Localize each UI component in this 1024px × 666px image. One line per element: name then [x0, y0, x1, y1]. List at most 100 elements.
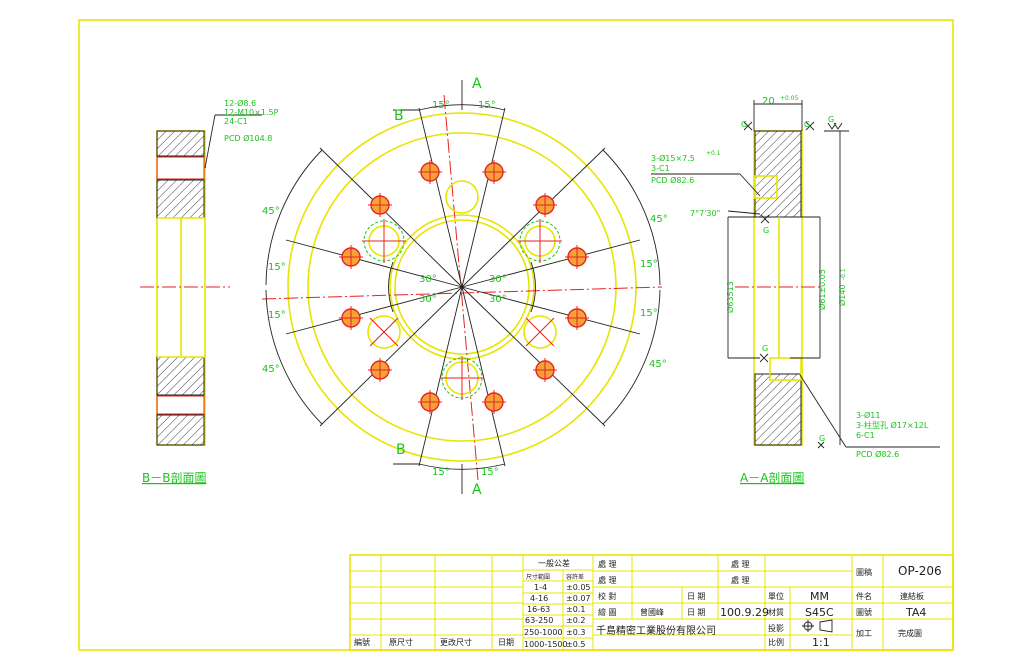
scale-label: 比例	[768, 637, 784, 647]
svg-text:24-C1: 24-C1	[224, 117, 248, 126]
section-mark-a-bottom: A	[472, 482, 482, 498]
tol-tol-col: 容許差	[566, 573, 584, 581]
svg-text:±0.1: ±0.1	[566, 605, 585, 614]
svg-text:3-C1: 3-C1	[651, 164, 670, 173]
process-label: 加工	[856, 628, 872, 638]
proc4-label: 處 理	[731, 575, 750, 585]
datum-markers: G G G G G G	[741, 115, 849, 449]
projection-label: 投影	[768, 623, 784, 633]
scale-value: 1:1	[812, 636, 830, 649]
svg-text:G: G	[762, 344, 768, 353]
part-label: 件名	[856, 591, 872, 601]
svg-text:16-63: 16-63	[527, 605, 550, 614]
svg-text:1000-1500: 1000-1500	[524, 640, 568, 649]
title-block: 編號 原尺寸 更改尺寸 日期 一般公差 尺寸範圍 容許差 1-4 ±0.05 4…	[349, 554, 954, 651]
unit-value: MM	[810, 590, 829, 603]
svg-text:3-Ø11: 3-Ø11	[856, 410, 880, 420]
rev-col-orig: 原尺寸	[389, 637, 413, 647]
angle-labels: 15° 15° 15° 15° 45° 45° 45° 45° 15° 15° …	[262, 100, 668, 478]
check-label: 校 對	[598, 591, 617, 601]
aa-bottom-note: 3-Ø11 3-柱型孔 Ø17×12L 6-C1 PCD Ø82.6	[799, 374, 940, 459]
part-value: 連結板	[900, 591, 924, 601]
aa-title: A－A剖面圖	[740, 471, 804, 485]
svg-text:6-C1: 6-C1	[856, 431, 875, 440]
svg-text:15°: 15°	[640, 308, 658, 319]
svg-text:30°: 30°	[489, 294, 507, 305]
svg-text:PCD Ø104.8: PCD Ø104.8	[224, 133, 272, 143]
rev-col-new: 更改尺寸	[440, 637, 472, 647]
svg-text:±0.3: ±0.3	[566, 628, 585, 637]
outer-circle	[287, 112, 637, 462]
proc3-label: 處 理	[731, 559, 750, 569]
angle-dim-lines	[265, 80, 661, 494]
svg-text:250-1000: 250-1000	[524, 628, 563, 637]
svg-text:4-16: 4-16	[530, 594, 548, 603]
svg-text:15°: 15°	[478, 100, 496, 111]
svg-text:45°: 45°	[262, 206, 280, 217]
section-mark-b-top: B	[394, 108, 404, 124]
svg-text:12-M10×1.5P: 12-M10×1.5P	[224, 108, 279, 117]
drawing-no-value: OP-206	[898, 564, 942, 578]
front-view: A A B B 15° 15° 15° 15° 45° 45° 45° 45° …	[261, 76, 668, 498]
dim-d63: Ø63513	[725, 281, 735, 313]
dim-d140: Ø140	[837, 284, 847, 306]
tolerance-rows: 1-4 ±0.05 4-16 ±0.07 16-63 ±0.1 63-250 ±…	[524, 583, 591, 649]
svg-text:15°: 15°	[432, 467, 450, 478]
svg-text:G: G	[819, 434, 825, 443]
center-h	[261, 286, 663, 300]
company-name: 千島精密工業股份有限公司	[596, 624, 716, 637]
svg-text:1-4: 1-4	[534, 583, 547, 592]
size-label: 圖號	[856, 607, 872, 617]
svg-text:12-Ø8.6: 12-Ø8.6	[224, 98, 256, 108]
svg-text:45°: 45°	[649, 359, 667, 370]
svg-text:45°: 45°	[262, 364, 280, 375]
svg-text:63-250: 63-250	[525, 616, 553, 625]
svg-text:30°: 30°	[489, 274, 507, 285]
svg-text:±0.05: ±0.05	[566, 583, 591, 592]
aa-hole-note: 3-Ø15×7.5 +0.1 3-C1 PCD Ø82.6 7°7'30"	[651, 150, 761, 218]
bolt-holes	[339, 160, 589, 414]
svg-text:±0.5: ±0.5	[566, 640, 585, 649]
proc2-label: 處 理	[598, 575, 617, 585]
svg-text:G: G	[763, 226, 769, 235]
svg-text:30°: 30°	[419, 294, 437, 305]
tol-size-col: 尺寸範圍	[526, 573, 550, 581]
bb-note: 12-Ø8.6 12-M10×1.5P 24-C1 PCD Ø104.8	[224, 98, 279, 143]
rev-col-no: 編號	[354, 637, 370, 647]
svg-text:15°: 15°	[481, 467, 499, 478]
bb-title: B－B剖面圖	[142, 471, 206, 485]
proc-label: 處 理	[598, 559, 617, 569]
aa-section-view: 20 +0.05 G G G G G G Ø63513 Ø61±0.05 Ø14…	[651, 95, 940, 485]
drawer-name: 曾國峰	[640, 607, 664, 617]
svg-text:15°: 15°	[268, 310, 286, 321]
unit-label: 單位	[768, 591, 784, 601]
dim-d61: Ø61±0.05	[817, 269, 827, 310]
section-mark-a-top: A	[472, 76, 482, 92]
size-value: TA4	[905, 606, 926, 619]
bb-section-view: 12-Ø8.6 12-M10×1.5P 24-C1 PCD Ø104.8 B－B…	[140, 98, 279, 485]
date-label-1: 日 期	[687, 592, 706, 601]
material-value: S45C	[805, 606, 834, 619]
date-value: 100.9.29	[720, 606, 769, 619]
svg-text:30°: 30°	[419, 274, 437, 285]
svg-text:G: G	[828, 115, 834, 124]
section-mark-b-bottom: B	[396, 442, 406, 458]
svg-text:±0.07: ±0.07	[566, 594, 591, 603]
svg-text:3-柱型孔 Ø17×12L: 3-柱型孔 Ø17×12L	[856, 420, 929, 430]
svg-text:G: G	[741, 120, 747, 129]
svg-text:G: G	[804, 120, 810, 129]
tol-header: 一般公差	[538, 558, 570, 568]
svg-text:15°: 15°	[268, 262, 286, 273]
projection-symbol-icon	[802, 619, 833, 633]
pcd-circle	[307, 132, 617, 442]
bore-inner	[394, 219, 530, 355]
svg-text:15°: 15°	[640, 259, 658, 270]
drawing-no-label: 圖稿	[856, 567, 872, 577]
counterbore-holes	[362, 180, 562, 400]
draw-label: 繪 圖	[598, 607, 617, 617]
svg-text:15°: 15°	[432, 100, 450, 111]
svg-text:±0.2: ±0.2	[566, 616, 585, 625]
svg-text:PCD Ø82.6: PCD Ø82.6	[856, 449, 899, 459]
material-label: 材質	[768, 607, 784, 617]
